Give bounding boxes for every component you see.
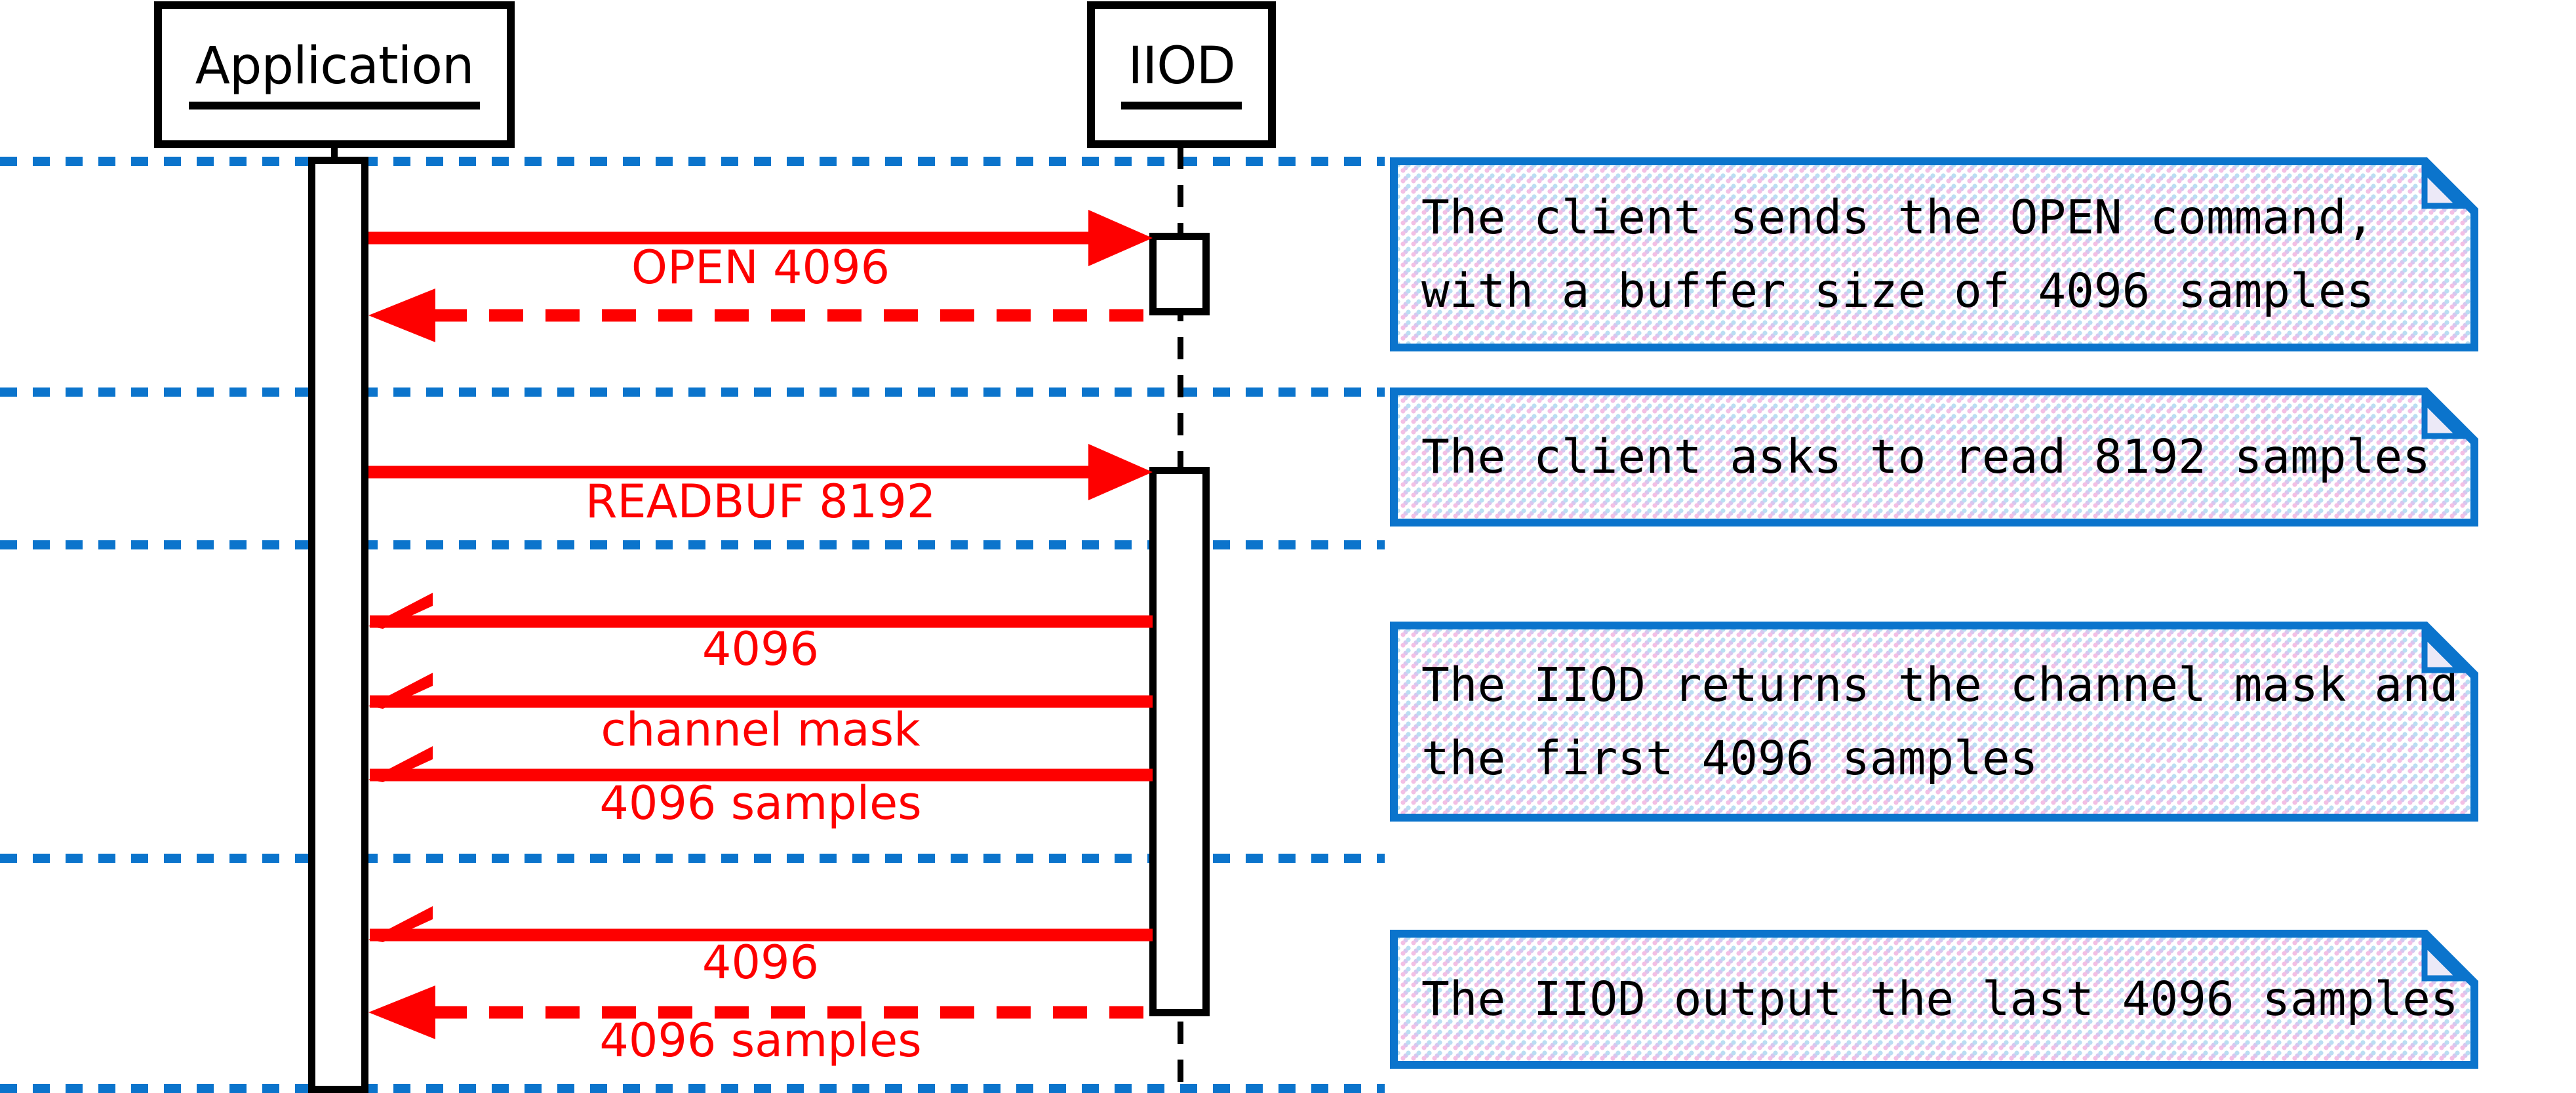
note-text: the first 4096 samples — [1421, 730, 2038, 785]
message-label: 4096 — [702, 622, 820, 676]
message-arrow-readbuf — [368, 436, 1153, 508]
note-dogear-icon — [2421, 622, 2478, 679]
note-text: The client sends the OPEN command, — [1421, 190, 2375, 245]
actor-box-application: Application — [154, 1, 515, 148]
note-dogear-icon — [2421, 388, 2478, 445]
actor-label-iiod: IIOD — [1121, 39, 1242, 109]
note-open-command: The client sends the OPEN command, with … — [1390, 157, 2478, 351]
actor-label-application: Application — [188, 39, 481, 109]
note-text: The client asks to read 8192 samples — [1421, 429, 2430, 484]
note-text: The IIOD output the last 4096 samples — [1421, 972, 2459, 1026]
message-label: READBUF 8192 — [585, 475, 936, 528]
note-last-samples: The IIOD output the last 4096 samples — [1390, 930, 2478, 1069]
note-text: The IIOD returns the channel mask and — [1421, 657, 2459, 712]
note-dogear-icon — [2421, 157, 2478, 215]
message-label: 4096 samples — [599, 1014, 922, 1067]
message-label: channel mask — [601, 703, 921, 757]
note-text: with a buffer size of 4096 samples — [1421, 264, 2375, 318]
iiod-activation-open — [1149, 233, 1210, 315]
message-arrow-open-return — [368, 279, 1153, 351]
note-dogear-icon — [2421, 930, 2478, 987]
message-label: 4096 — [702, 936, 820, 989]
message-arrow-4096 — [368, 584, 1153, 656]
actor-box-iiod: IIOD — [1087, 1, 1276, 148]
message-label: OPEN 4096 — [631, 241, 890, 294]
message-arrow-channel-mask — [368, 664, 1153, 736]
iiod-activation-readbuf — [1149, 467, 1210, 1016]
message-arrow-4096-samples — [368, 738, 1153, 810]
message-label: 4096 samples — [599, 776, 922, 830]
note-readbuf: The client asks to read 8192 samples — [1390, 388, 2478, 527]
message-arrow-samples-return — [368, 976, 1153, 1048]
message-arrow-open — [368, 202, 1153, 274]
application-lifeline — [331, 146, 338, 159]
application-activation-bar — [308, 157, 368, 1093]
message-arrow-4096-last — [368, 898, 1153, 970]
note-channel-mask: The IIOD returns the channel mask and th… — [1390, 622, 2478, 822]
